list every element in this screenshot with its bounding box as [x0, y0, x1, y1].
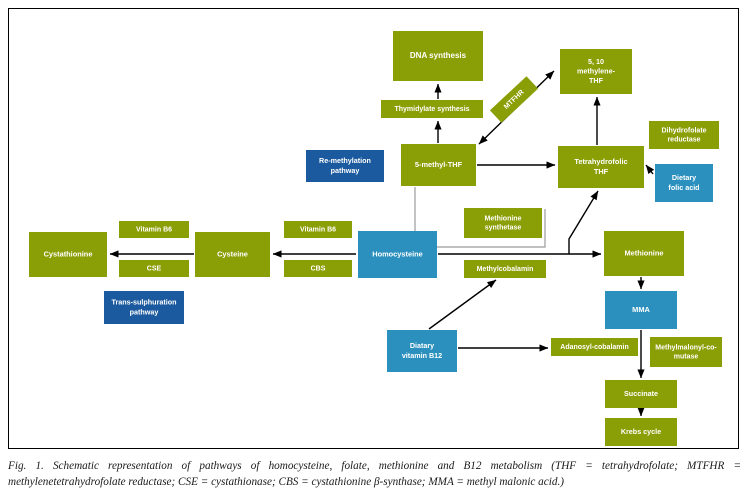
- node-box-methylcobalamin: [464, 260, 546, 278]
- node-box-five_methyl_thf: [401, 144, 476, 186]
- node-box-vitamin_b6_left: [119, 221, 189, 238]
- node-krebs[interactable]: Krebs cycle: [605, 418, 677, 446]
- node-label-dna_synthesis: DNA synthesis: [410, 51, 467, 60]
- node-label-methionine: Methionine: [624, 248, 663, 257]
- node-cysteine[interactable]: Cysteine: [195, 232, 270, 277]
- node-box-cysteine: [195, 232, 270, 277]
- node-label-cystathionine: Cystathionine: [44, 249, 93, 258]
- node-box-methionine: [604, 231, 684, 276]
- node-box-dietary_folic: [655, 164, 713, 202]
- node-box-dna_synthesis: [393, 31, 483, 81]
- node-homocysteine[interactable]: Homocysteine: [358, 231, 437, 278]
- node-adanosyl_cobalamin[interactable]: Adanosyl-cobalamin: [551, 338, 638, 356]
- node-box-thymidylate: [381, 100, 483, 118]
- node-box-succinate: [605, 380, 677, 408]
- node-box-adanosyl_cobalamin: [551, 338, 638, 356]
- edge-methsynth-bracket: [414, 187, 546, 248]
- node-box-remethylation: [306, 150, 384, 182]
- node-box-mm_co_mutase: [650, 337, 722, 367]
- node-cse[interactable]: CSE: [119, 260, 189, 277]
- node-box-mtfhr: [489, 76, 539, 123]
- node-methylcobalamin[interactable]: Methylcobalamin: [464, 260, 546, 278]
- node-dna_synthesis[interactable]: DNA synthesis: [393, 31, 483, 81]
- node-mma[interactable]: MMA: [605, 291, 677, 329]
- node-label-cysteine: Cysteine: [217, 249, 248, 258]
- node-box-tetrahydrofolic: [558, 146, 644, 188]
- edge-b12-to-methylcobalamin: [428, 279, 497, 330]
- node-box-dietary_b12: [387, 330, 457, 372]
- node-thymidylate[interactable]: Thymidylate synthesis: [381, 100, 483, 118]
- node-box-krebs: [605, 418, 677, 446]
- node-box-cystathionine: [29, 232, 107, 277]
- node-label-cse: CSE: [147, 265, 162, 272]
- node-mtfhr[interactable]: MTFHR: [489, 76, 539, 123]
- node-label-vitamin_b6_left: Vitamin B6: [136, 226, 172, 233]
- edge-methionine-to-thf: [568, 190, 599, 254]
- node-methionine[interactable]: Methionine: [604, 231, 684, 276]
- node-label-homocysteine: Homocysteine: [372, 249, 423, 258]
- node-cbs[interactable]: CBS: [284, 260, 352, 277]
- node-label-five_methyl_thf: 5-methyl-THF: [415, 160, 463, 169]
- node-box-methionine_synth: [464, 208, 542, 238]
- node-box-homocysteine: [358, 231, 437, 278]
- node-box-cbs: [284, 260, 352, 277]
- edge-folic-to-thf: [645, 164, 655, 175]
- node-five_methyl_thf[interactable]: 5-methyl-THF: [401, 144, 476, 186]
- node-box-trans_sulph: [104, 291, 184, 324]
- node-mm_co_mutase[interactable]: Methylmalonyl-co-mutase: [650, 337, 722, 367]
- node-vitamin_b6_left[interactable]: Vitamin B6: [119, 221, 189, 238]
- node-label-methylcobalamin: Methylcobalamin: [477, 266, 534, 273]
- node-label-thymidylate: Thymidylate synthesis: [394, 106, 469, 113]
- node-label-cbs: CBS: [311, 265, 326, 272]
- node-vitamin_b6_right[interactable]: Vitamin B6: [284, 221, 352, 238]
- node-cystathionine[interactable]: Cystathionine: [29, 232, 107, 277]
- node-label-mm_co_mutase: Methylmalonyl-co-mutase: [655, 344, 717, 360]
- node-box-vitamin_b6_right: [284, 221, 352, 238]
- figure-caption: Fig. 1. Schematic representation of path…: [8, 460, 741, 489]
- edge-layer: [109, 70, 655, 417]
- node-succinate[interactable]: Succinate: [605, 380, 677, 408]
- node-box-mma: [605, 291, 677, 329]
- node-box-dihydrofolate_red: [649, 121, 719, 149]
- node-box-cse: [119, 260, 189, 277]
- node-label-adanosyl_cobalamin: Adanosyl-cobalamin: [560, 344, 628, 351]
- node-label-vitamin_b6_right: Vitamin B6: [300, 226, 336, 233]
- node-label-succinate: Succinate: [624, 389, 658, 398]
- node-box-methylene_thf: [560, 49, 632, 94]
- node-label-krebs: Krebs cycle: [621, 427, 661, 436]
- node-label-mma: MMA: [632, 305, 650, 314]
